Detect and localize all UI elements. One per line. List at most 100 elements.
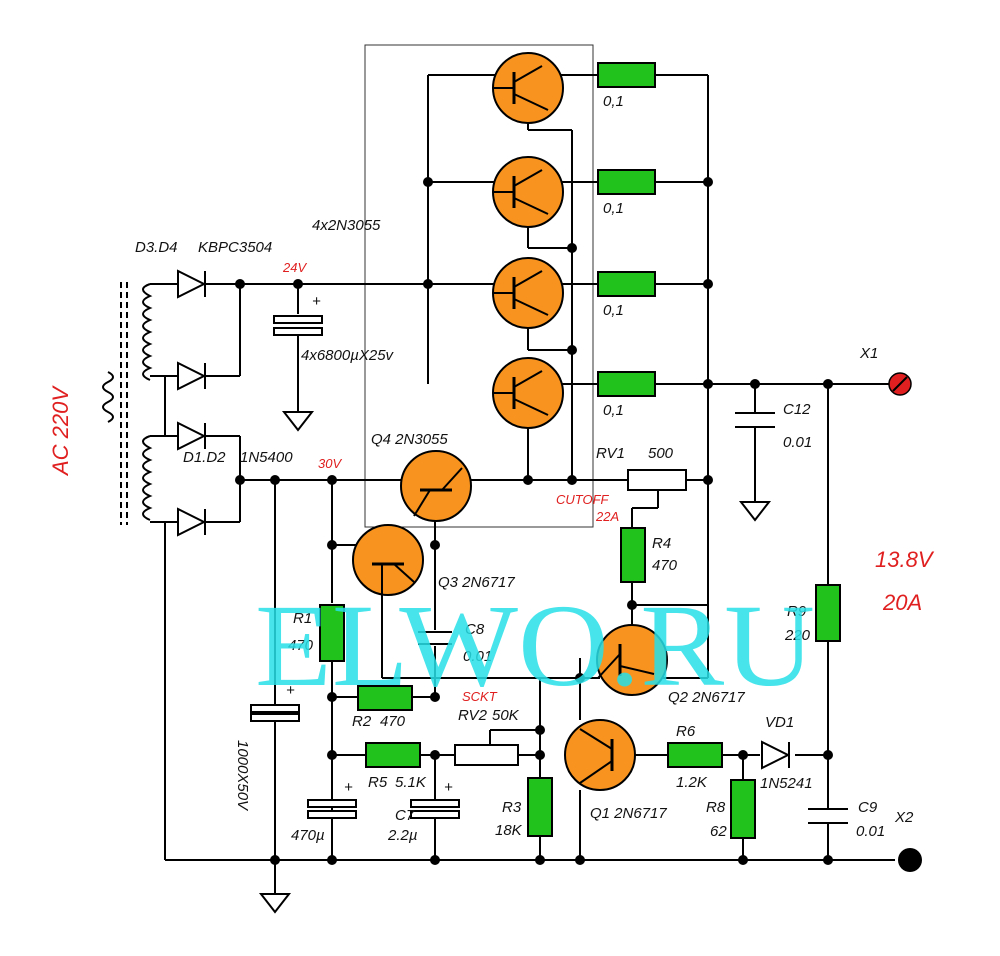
terminal-x2 xyxy=(898,848,922,872)
label-q3: Q3 2N6717 xyxy=(438,574,515,591)
cap-big xyxy=(250,704,300,722)
label-x1: X1 xyxy=(859,345,878,362)
label-x2: X2 xyxy=(894,809,914,826)
label-q1: Q1 2N6717 xyxy=(590,805,667,822)
label-r5-value: 5.1K xyxy=(395,774,427,791)
label-cutoff: CUTOFF xyxy=(556,492,610,507)
zener-vd1 xyxy=(761,740,791,770)
label-r2: R2 xyxy=(352,713,372,730)
cap-c9 xyxy=(808,808,848,824)
label-c8: C8 xyxy=(465,621,485,638)
label-c7: C7 xyxy=(395,807,415,824)
resistor-emitter-4 xyxy=(597,371,656,397)
cap-c8 xyxy=(418,631,452,645)
pass-transistor-module-box xyxy=(364,44,594,528)
terminal-x1 xyxy=(888,372,912,396)
label-q4: Q4 2N3055 xyxy=(371,431,448,448)
label-r9: R9 xyxy=(787,603,807,620)
resistor-r1 xyxy=(319,604,345,662)
label-1n5400: 1N5400 xyxy=(240,449,293,466)
label-r1: R1 xyxy=(293,610,312,627)
plus-cap-bank: + xyxy=(312,293,321,310)
label-r-emitter-1: 0,1 xyxy=(603,93,624,110)
transistor-pass-1 xyxy=(492,52,564,124)
label-sckt: SCKT xyxy=(462,689,498,704)
label-cap-big: 1000X50V xyxy=(234,740,251,812)
label-output-current: 20A xyxy=(882,590,922,615)
potentiometer-rv2 xyxy=(454,744,519,766)
resistor-r3 xyxy=(527,777,553,837)
resistor-r4 xyxy=(620,527,646,583)
transistor-q3 xyxy=(352,524,424,596)
watermark: ELWO.RU xyxy=(255,580,815,711)
label-c9: C9 xyxy=(858,799,878,816)
plus-cap-big: + xyxy=(286,682,295,699)
label-ac-input: AC 220V xyxy=(48,385,73,477)
label-r6-value: 1.2K xyxy=(676,774,708,791)
transistor-q1 xyxy=(564,719,636,791)
label-output-voltage: 13.8V xyxy=(875,547,935,572)
transformer xyxy=(102,282,153,525)
label-c9-value: 0.01 xyxy=(856,823,885,840)
ground-2 xyxy=(740,487,770,521)
label-r5: R5 xyxy=(368,774,388,791)
plus-cap-c7: + xyxy=(444,779,453,796)
resistor-r8 xyxy=(730,779,756,839)
resistor-r2 xyxy=(357,685,413,711)
potentiometer-rv1 xyxy=(627,469,687,491)
label-rv1-value: 500 xyxy=(648,445,674,462)
label-pass-transistors: 4x2N3055 xyxy=(312,217,381,234)
label-r4-value: 470 xyxy=(652,557,678,574)
label-r-emitter-3: 0,1 xyxy=(603,302,624,319)
diode-d1 xyxy=(177,421,207,451)
resistor-emitter-2 xyxy=(597,169,656,195)
resistor-r9 xyxy=(815,584,841,642)
label-rv2: RV2 xyxy=(458,707,488,724)
resistor-r5 xyxy=(365,742,421,768)
ground-1 xyxy=(283,397,313,431)
resistor-emitter-3 xyxy=(597,271,656,297)
label-24v: 24V xyxy=(282,260,307,275)
label-r9-value: 220 xyxy=(784,627,811,644)
label-r8: R8 xyxy=(706,799,726,816)
label-c8-value: 0.01 xyxy=(463,648,492,665)
label-r-emitter-2: 0,1 xyxy=(603,200,624,217)
transistor-q2 xyxy=(596,624,668,696)
label-r3: R3 xyxy=(502,799,522,816)
resistor-r6 xyxy=(667,742,723,768)
label-c12: C12 xyxy=(783,401,811,418)
cap-c7 xyxy=(410,799,460,819)
transistor-q4 xyxy=(400,450,472,522)
junction-dots xyxy=(235,177,833,865)
label-r4: R4 xyxy=(652,535,671,552)
transistor-pass-3 xyxy=(492,257,564,329)
cap-470 xyxy=(307,799,357,819)
label-r8-value: 62 xyxy=(710,823,727,840)
label-q2: Q2 2N6717 xyxy=(668,689,745,706)
label-vd1: VD1 xyxy=(765,714,794,731)
diode-d2 xyxy=(177,507,207,537)
plus-cap-470: + xyxy=(344,779,353,796)
label-d1d2: D1.D2 xyxy=(183,449,226,466)
diode-d3 xyxy=(177,269,207,299)
label-30v: 30V xyxy=(318,456,342,471)
resistor-emitter-1 xyxy=(597,62,656,88)
label-c12-value: 0.01 xyxy=(783,434,812,451)
transistor-pass-4 xyxy=(492,357,564,429)
label-rv1: RV1 xyxy=(596,445,625,462)
label-cutoff-value: 22A xyxy=(595,509,619,524)
label-r6: R6 xyxy=(676,723,696,740)
label-r3-value: 18K xyxy=(495,822,523,839)
ground-3 xyxy=(260,879,290,913)
cap-c12 xyxy=(735,412,775,428)
label-rv2-value: 50K xyxy=(492,707,520,724)
label-kbpc: KBPC3504 xyxy=(198,239,272,256)
label-cap-470: 470µ xyxy=(291,827,325,844)
label-r2-value: 470 xyxy=(380,713,406,730)
label-r-emitter-4: 0,1 xyxy=(603,402,624,419)
label-d3d4: D3.D4 xyxy=(135,239,178,256)
diode-d4 xyxy=(177,361,207,391)
label-vd1-part: 1N5241 xyxy=(760,775,813,792)
